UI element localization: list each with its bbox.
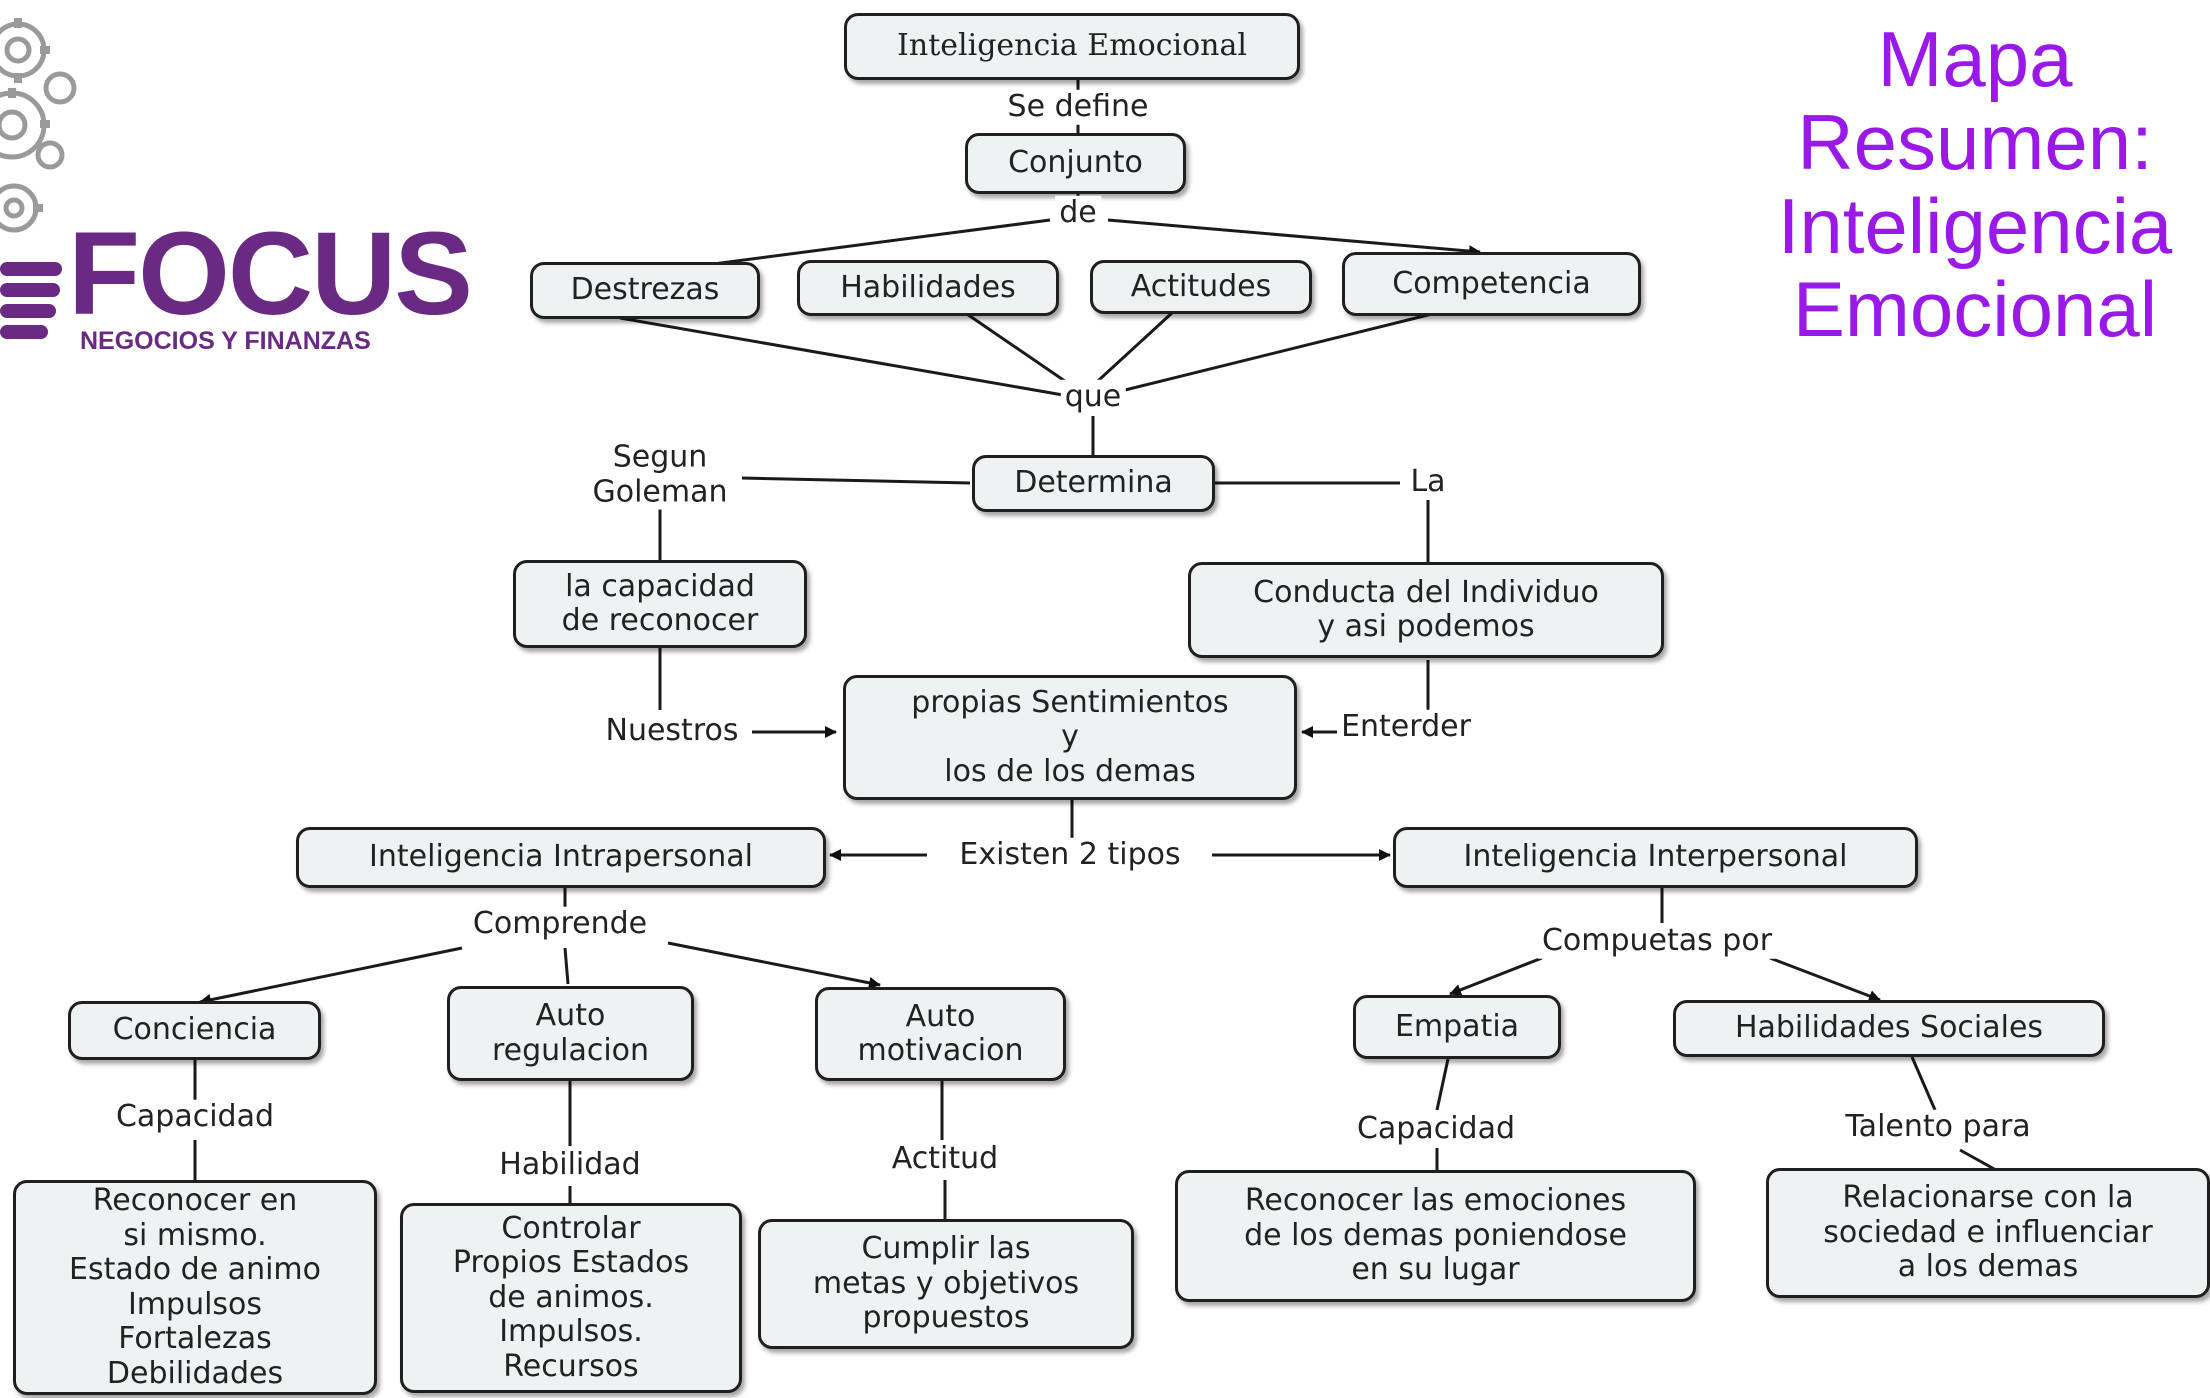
- logo-gears-icon: [0, 18, 77, 339]
- node-habilidades-sociales: Habilidades Sociales: [1673, 1000, 2105, 1057]
- link-se-define: Se define: [1003, 89, 1153, 125]
- node-conjunto: Conjunto: [965, 133, 1186, 194]
- node-capacidad-reconocer: la capacidad de reconocer: [513, 560, 807, 648]
- node-reconocer-si-mismo: Reconocer en si mismo. Estado de animo I…: [13, 1180, 377, 1395]
- node-actitudes: Actitudes: [1090, 260, 1312, 314]
- node-reconocer-emociones: Reconocer las emociones de los demas pon…: [1175, 1170, 1696, 1302]
- link-actitud: Actitud: [887, 1141, 1003, 1177]
- page-title: Mapa Resumen: Inteligencia Emocional: [1777, 15, 2173, 354]
- node-determina: Determina: [972, 455, 1215, 512]
- link-de: de: [1055, 195, 1101, 231]
- node-cumplir: Cumplir las metas y objetivos propuestos: [758, 1219, 1134, 1349]
- link-enterder: Enterder: [1337, 709, 1475, 745]
- link-talento-para: Talento para: [1841, 1109, 2035, 1145]
- node-destrezas: Destrezas: [530, 262, 760, 319]
- node-conciencia: Conciencia: [68, 1001, 321, 1060]
- node-empatia: Empatia: [1353, 995, 1561, 1059]
- link-segun-goleman: Segun Goleman: [588, 440, 732, 510]
- node-controlar: Controlar Propios Estados de animos. Imp…: [400, 1203, 742, 1393]
- logo-brand: FOCUS: [68, 208, 473, 340]
- node-habilidades: Habilidades: [797, 260, 1059, 316]
- link-compuetas-por: Compuetas por: [1537, 923, 1777, 959]
- link-existen-2-tipos: Existen 2 tipos: [955, 837, 1185, 873]
- link-comprende: Comprende: [468, 906, 652, 942]
- node-interpersonal: Inteligencia Interpersonal: [1393, 827, 1918, 888]
- logo-subtitle: NEGOCIOS Y FINANZAS: [80, 327, 371, 355]
- link-la: La: [1406, 464, 1450, 500]
- node-autorregulacion: Auto regulacion: [447, 986, 694, 1081]
- node-inteligencia-emocional: Inteligencia Emocional: [844, 13, 1300, 80]
- link-nuestros: Nuestros: [601, 713, 743, 749]
- node-automotivacion: Auto motivacion: [815, 987, 1066, 1081]
- link-capacidad-empatia: Capacidad: [1352, 1111, 1520, 1147]
- node-relacionarse: Relacionarse con la sociedad e influenci…: [1766, 1168, 2210, 1298]
- link-capacidad-conciencia: Capacidad: [111, 1099, 279, 1135]
- node-competencia: Competencia: [1342, 252, 1641, 316]
- link-habilidad: Habilidad: [495, 1147, 645, 1183]
- node-conducta: Conducta del Individuo y asi podemos: [1188, 562, 1664, 658]
- link-que: que: [1060, 379, 1126, 415]
- node-intrapersonal: Inteligencia Intrapersonal: [296, 827, 826, 888]
- node-sentimientos: propias Sentimientos y los de los demas: [843, 675, 1297, 800]
